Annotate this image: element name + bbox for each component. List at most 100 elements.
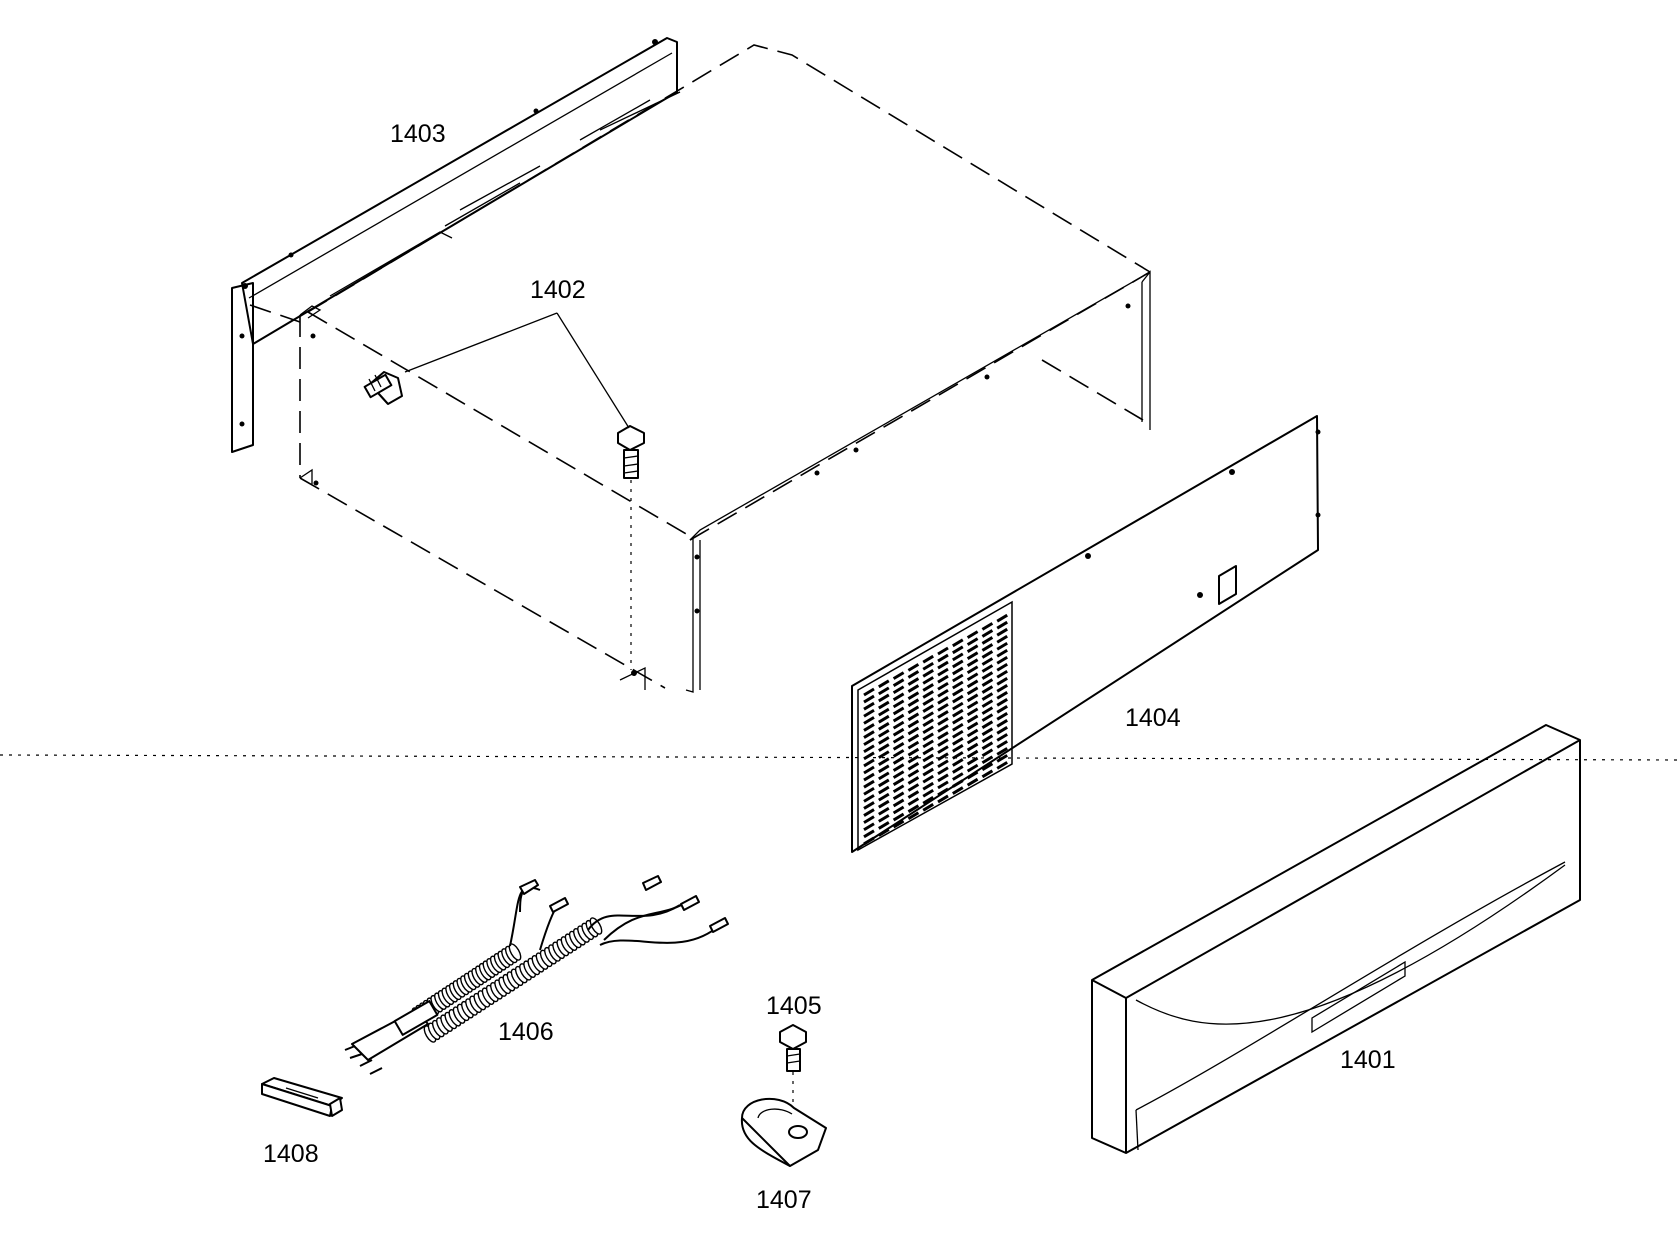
grille-slot: [981, 741, 994, 750]
grille-slot: [937, 759, 949, 769]
grille-slot: [966, 714, 979, 724]
grille-slot: [981, 755, 994, 765]
part-1403-rear-bracket[interactable]: [231, 37, 678, 453]
grille-slot: [878, 736, 890, 745]
grille-slot: [922, 683, 934, 692]
grille-slot: [937, 738, 949, 747]
grille-slot: [996, 620, 1008, 630]
grille-slot: [863, 829, 875, 839]
grille-slot: [966, 651, 979, 660]
grille-slot: [892, 812, 905, 822]
grille-slot: [892, 777, 905, 786]
grille-slot: [907, 719, 920, 729]
grille-slot: [952, 715, 964, 725]
grille-slot: [878, 806, 890, 816]
grille-slot: [878, 743, 890, 752]
grille-slot: [907, 776, 920, 785]
grille-slot: [907, 726, 920, 736]
grille-slot: [878, 722, 890, 731]
housing-box: [249, 44, 1151, 693]
grille-slot: [952, 659, 964, 669]
screw-center: [617, 425, 645, 479]
grille-slot: [981, 650, 994, 659]
grille-slot: [952, 638, 964, 648]
grille-slot: [937, 787, 949, 797]
label-1402: 1402: [530, 276, 586, 304]
grille-slot: [966, 700, 979, 710]
grille-slot: [922, 654, 934, 664]
grille-slot: [952, 765, 964, 774]
grille-slot: [981, 748, 994, 758]
grille-slot: [937, 703, 949, 712]
part-1402-screws[interactable]: [363, 312, 645, 670]
grille-slot: [863, 687, 875, 697]
grille-slot: [966, 777, 979, 787]
grille-slot: [892, 734, 905, 744]
part-1404-grille-panel[interactable]: [851, 415, 1321, 853]
grille-slot: [863, 737, 875, 746]
grille-slot: [907, 747, 920, 757]
label-1407: 1407: [756, 1186, 812, 1214]
grille-slot: [966, 742, 979, 752]
grille-slot: [892, 685, 905, 695]
grille-slot: [981, 706, 994, 715]
grille-slot: [952, 666, 964, 676]
grille-slot: [952, 687, 964, 697]
grille-slot: [922, 669, 934, 678]
grille-slot: [966, 686, 979, 696]
label-1408: 1408: [263, 1140, 319, 1168]
grille-slot: [892, 727, 905, 737]
grille-slot: [922, 774, 934, 784]
grille-slot: [892, 756, 905, 765]
grille-slot: [878, 714, 890, 724]
grille-slot: [937, 766, 949, 776]
grille-slot: [907, 684, 920, 693]
part-1405-screw[interactable]: [779, 1024, 807, 1128]
grille-slot: [922, 767, 934, 777]
grille-slot: [922, 704, 934, 713]
grille-slot: [981, 713, 994, 722]
grille-slot: [892, 805, 905, 815]
grille-slot: [981, 636, 994, 645]
grille-slot: [966, 693, 979, 703]
grille-slot: [878, 693, 890, 703]
grille-slot: [878, 757, 890, 766]
grille-slot: [937, 745, 949, 754]
grille-slot: [922, 725, 934, 735]
grille-slot: [878, 729, 890, 738]
grille-slot: [966, 770, 979, 780]
grille-slot: [981, 629, 994, 638]
grille-slot: [952, 758, 964, 767]
part-1401-front-cover[interactable]: [1091, 724, 1581, 1154]
grille-slot: [937, 660, 949, 670]
grille-slot: [922, 788, 934, 798]
grille-slot: [922, 697, 934, 706]
grille-slot: [981, 643, 994, 652]
grille-slot: [937, 646, 949, 656]
grille-slot: [996, 712, 1008, 721]
grille-slot: [937, 696, 949, 705]
grille-slot: [966, 721, 979, 731]
part-1407-cable-clamp[interactable]: [740, 1098, 827, 1167]
part-1406-wire-harness[interactable]: [344, 875, 729, 1075]
grille-slot: [863, 758, 875, 768]
grille-slot: [922, 753, 934, 763]
grille-slot: [996, 676, 1008, 686]
grille-slot: [863, 794, 875, 803]
grille-slot: [996, 641, 1008, 651]
grille-slot: [907, 740, 920, 750]
grille-slot: [878, 771, 890, 781]
grille-slot: [892, 784, 905, 794]
grille-slot: [996, 705, 1008, 714]
grille-slot: [981, 699, 994, 708]
grille-slot: [907, 797, 920, 806]
part-1408-connector-clip[interactable]: [261, 1077, 343, 1117]
grille-slot: [952, 744, 964, 753]
grille-slot: [937, 752, 949, 761]
grille-slot: [952, 645, 964, 655]
grille-slot: [892, 791, 905, 801]
grille-slot: [907, 663, 920, 672]
grille-slot: [863, 786, 875, 796]
grille-slot: [863, 772, 875, 782]
